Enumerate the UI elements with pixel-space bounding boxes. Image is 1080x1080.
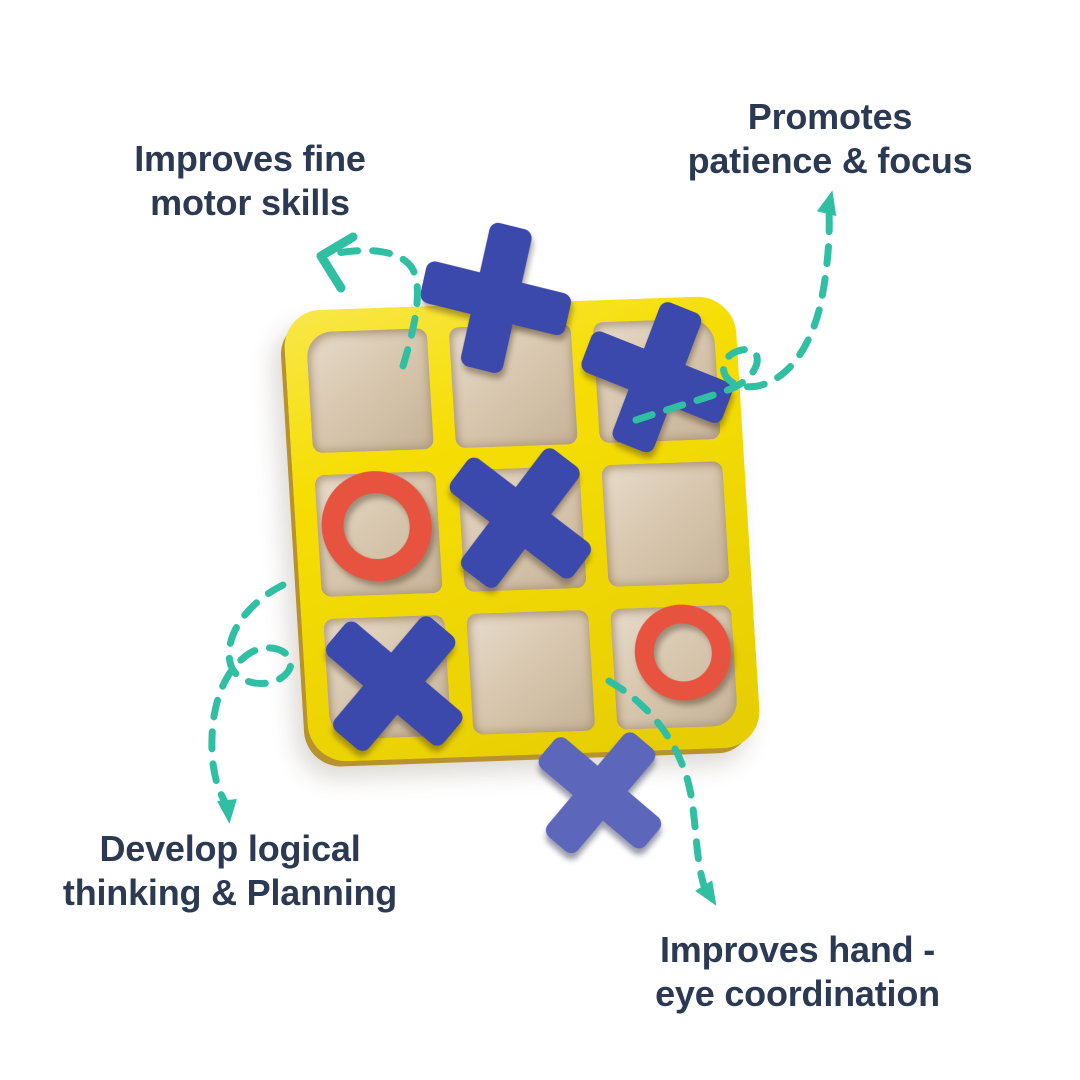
o-piece: [631, 602, 734, 703]
x-piece: [414, 411, 627, 624]
x-piece: [560, 280, 753, 475]
x-piece: [289, 578, 500, 789]
callout-fine-motor-skills: Improves fine motor skills: [105, 137, 395, 225]
x-piece: [407, 208, 584, 387]
callout-patience-focus: Promotes patience & focus: [685, 95, 975, 183]
arrow-logical-thinking: [208, 581, 295, 806]
callout-line: thinking & Planning: [62, 872, 398, 913]
x-piece: [504, 697, 696, 889]
callout-line: Develop logical: [99, 828, 361, 869]
callout-line: Promotes: [747, 96, 913, 137]
callout-logical-thinking: Develop logical thinking & Planning: [45, 827, 415, 915]
callout-line: Improves hand -: [659, 929, 936, 970]
callout-line: Improves fine: [134, 138, 366, 179]
callout-hand-eye-coordination: Improves hand - eye coordination: [635, 928, 960, 1016]
callout-line: patience & focus: [687, 140, 973, 181]
callout-line: motor skills: [150, 182, 350, 223]
board-pieces: [282, 220, 761, 857]
callout-line: eye coordination: [655, 973, 940, 1014]
arrowhead-logical-thinking-icon: [217, 799, 237, 824]
arrowhead-patience-focus-icon: [816, 190, 837, 217]
arrowhead-fine-motor-skills-icon: [316, 232, 358, 293]
tic-tac-toe-board: [282, 220, 762, 857]
arrowhead-hand-eye-icon: [695, 880, 717, 906]
